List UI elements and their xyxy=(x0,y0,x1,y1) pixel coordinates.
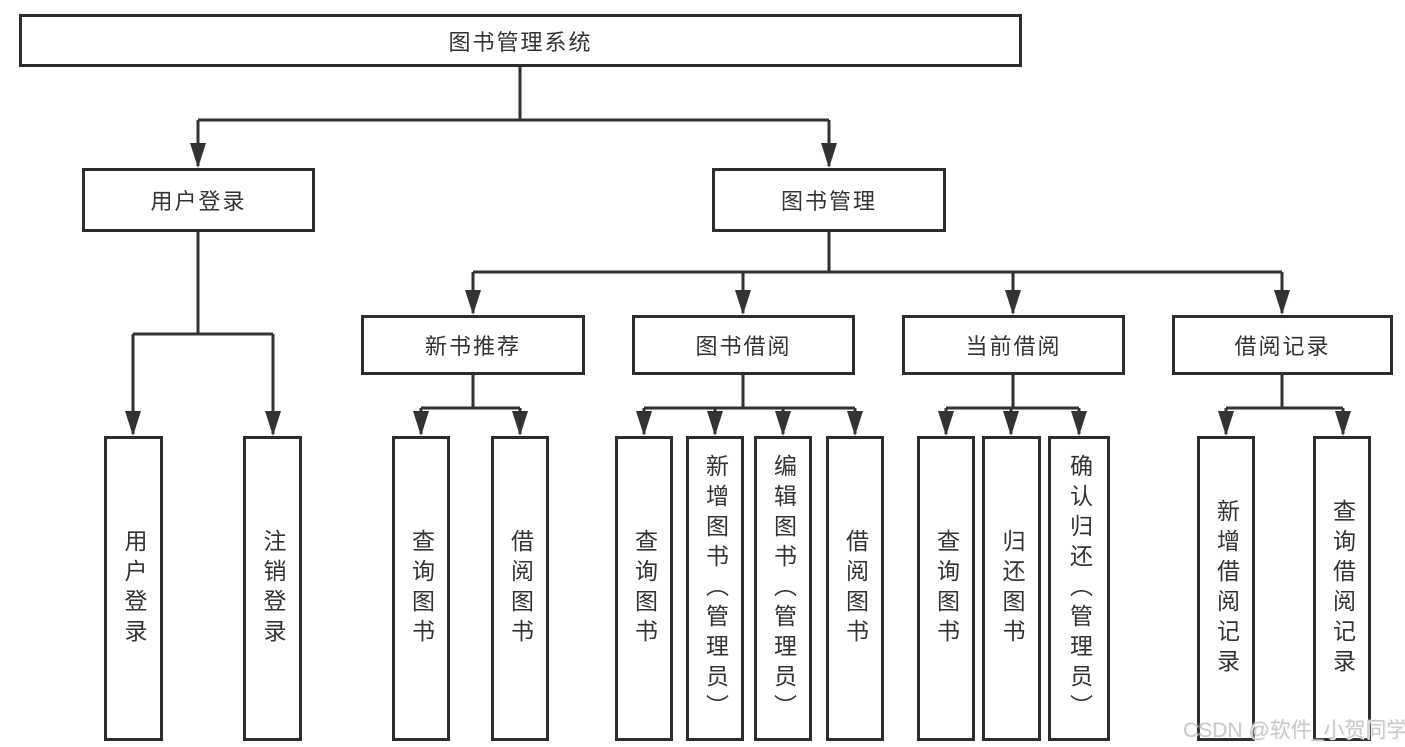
arrowhead-icon xyxy=(707,411,723,436)
arrowhead-icon xyxy=(1218,411,1234,436)
node-borrow-record: 借阅记录 xyxy=(1172,315,1393,375)
arrowhead-icon xyxy=(1335,411,1351,436)
arrowhead-icon xyxy=(125,411,141,436)
csdn-watermark: CSDN @软件_小贺同学 xyxy=(1183,719,1405,742)
leaf-borrow-book-2: 借阅图书 xyxy=(826,436,884,741)
arrowhead-icon xyxy=(413,411,429,436)
leaf-user-login: 用户登录 xyxy=(104,436,163,741)
arrowhead-icon xyxy=(735,290,751,315)
leaf-label: 借阅图书 xyxy=(842,528,869,649)
node-current-borrow: 当前借阅 xyxy=(902,315,1125,375)
node-label: 用户登录 xyxy=(150,189,247,214)
leaf-query-book-2: 查询图书 xyxy=(615,436,673,741)
leaf-label: 注销登录 xyxy=(260,528,286,649)
leaf-add-borrow-record: 新增借阅记录 xyxy=(1197,436,1255,741)
node-book-borrow: 图书借阅 xyxy=(632,315,855,375)
arrowhead-icon xyxy=(265,411,281,436)
arrowhead-icon xyxy=(636,411,652,436)
arrowhead-icon xyxy=(512,411,528,436)
leaf-query-borrow-record: 查询借阅记录 xyxy=(1313,436,1371,741)
leaf-borrow-book-1: 借阅图书 xyxy=(491,436,549,741)
leaf-label: 新增借阅记录 xyxy=(1213,498,1240,679)
leaf-logout: 注销登录 xyxy=(243,436,302,741)
arrowhead-icon xyxy=(847,411,863,436)
connector-root-to-level2 xyxy=(196,67,831,166)
leaf-label: 借阅图书 xyxy=(507,528,534,649)
leaf-label: 查询图书 xyxy=(631,528,658,649)
leaf-query-book-1: 查询图书 xyxy=(392,436,450,741)
leaf-edit-book-admin: 编辑图书（管理员） xyxy=(754,436,812,741)
leaf-label: 查询借阅记录 xyxy=(1329,498,1356,679)
leaf-query-book-3: 查询图书 xyxy=(917,436,975,741)
arrowhead-icon xyxy=(1003,411,1019,436)
leaf-label: 确认归还（管理员） xyxy=(1066,453,1093,724)
connector-book-borrow-group xyxy=(642,375,857,434)
arrowhead-icon xyxy=(775,411,791,436)
leaf-add-book-admin: 新增图书（管理员） xyxy=(686,436,744,741)
arrowhead-icon xyxy=(1071,411,1087,436)
leaf-label: 用户登录 xyxy=(121,528,147,649)
leaf-label: 新增图书（管理员） xyxy=(702,453,729,724)
node-label: 借阅记录 xyxy=(1234,334,1331,359)
node-root-system: 图书管理系统 xyxy=(19,14,1022,67)
connector-book-management-branch xyxy=(471,232,1284,313)
node-label: 图书管理系统 xyxy=(448,29,593,55)
node-user-login: 用户登录 xyxy=(82,168,315,232)
leaf-label: 查询图书 xyxy=(408,528,435,649)
connector-new-book-group xyxy=(419,375,522,434)
node-book-management: 图书管理 xyxy=(712,168,946,232)
node-label: 图书借阅 xyxy=(695,334,792,359)
leaf-return-book: 归还图书 xyxy=(982,436,1041,741)
node-label: 图书管理 xyxy=(780,189,877,214)
arrowhead-icon xyxy=(1005,290,1021,315)
connector-user-login-branch xyxy=(131,232,275,434)
arrowhead-icon xyxy=(190,143,206,168)
arrowhead-icon xyxy=(938,411,954,436)
leaf-label: 归还图书 xyxy=(999,528,1025,649)
node-new-book-recommend: 新书推荐 xyxy=(361,315,585,375)
leaf-confirm-return-admin: 确认归还（管理员） xyxy=(1048,436,1110,741)
leaf-label: 查询图书 xyxy=(933,528,960,649)
node-label: 新书推荐 xyxy=(424,334,521,359)
arrowhead-icon xyxy=(821,143,837,168)
arrowhead-icon xyxy=(1274,290,1290,315)
connector-borrow-record-group xyxy=(1224,375,1345,434)
leaf-label: 编辑图书（管理员） xyxy=(770,453,797,724)
arrowhead-icon xyxy=(465,290,481,315)
node-label: 当前借阅 xyxy=(965,334,1062,359)
